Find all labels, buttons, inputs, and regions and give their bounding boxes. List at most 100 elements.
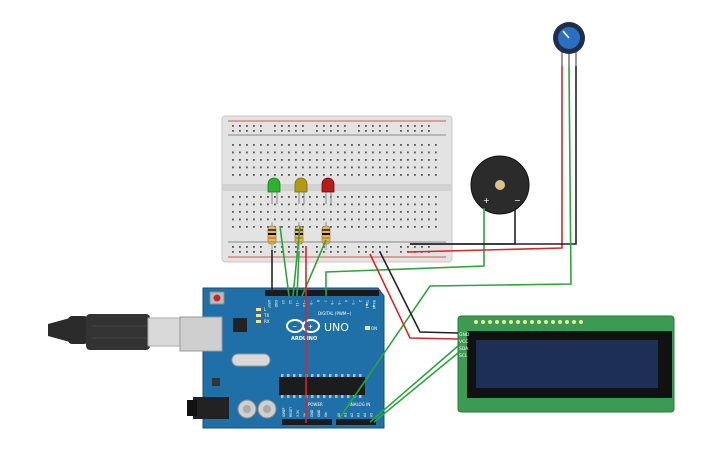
breadboard-hole[interactable] — [232, 125, 234, 127]
breadboard-hole[interactable] — [316, 211, 318, 213]
breadboard-hole[interactable] — [400, 144, 402, 146]
breadboard-hole[interactable] — [246, 144, 248, 146]
wire-pot-gnd[interactable] — [410, 66, 577, 245]
breadboard-hole[interactable] — [351, 166, 353, 169]
wire-lcd-sda[interactable] — [369, 345, 459, 423]
breadboard-hole[interactable] — [358, 218, 360, 221]
breadboard-hole[interactable] — [414, 166, 416, 169]
breadboard-hole[interactable] — [260, 196, 262, 198]
breadboard-hole[interactable] — [344, 218, 346, 221]
breadboard-hole[interactable] — [239, 166, 241, 169]
breadboard-hole[interactable] — [386, 159, 388, 161]
breadboard[interactable] — [221, 115, 453, 263]
breadboard-hole[interactable] — [428, 130, 430, 132]
breadboard-hole[interactable] — [267, 174, 269, 176]
breadboard-hole[interactable] — [260, 125, 262, 127]
breadboard-hole[interactable] — [386, 196, 388, 198]
breadboard-hole[interactable] — [267, 203, 269, 206]
breadboard-hole[interactable] — [358, 211, 360, 213]
breadboard-hole[interactable] — [407, 218, 409, 221]
breadboard-hole[interactable] — [379, 203, 381, 206]
breadboard-hole[interactable] — [379, 130, 381, 132]
breadboard-hole[interactable] — [414, 211, 416, 213]
breadboard-hole[interactable] — [386, 251, 388, 253]
breadboard-hole[interactable] — [407, 144, 409, 146]
wire-buzzer-signal[interactable] — [325, 208, 485, 296]
breadboard-hole[interactable] — [260, 144, 262, 146]
breadboard-hole[interactable] — [400, 130, 402, 132]
breadboard-hole[interactable] — [239, 174, 241, 176]
breadboard-hole[interactable] — [351, 151, 353, 154]
breadboard-hole[interactable] — [372, 144, 374, 146]
breadboard-hole[interactable] — [323, 144, 325, 146]
breadboard-hole[interactable] — [379, 226, 381, 228]
breadboard-hole[interactable] — [246, 226, 248, 228]
breadboard-hole[interactable] — [274, 151, 276, 154]
breadboard-hole[interactable] — [365, 203, 367, 206]
breadboard-hole[interactable] — [400, 125, 402, 127]
breadboard-hole[interactable] — [435, 203, 437, 206]
breadboard-hole[interactable] — [407, 246, 409, 248]
breadboard-hole[interactable] — [414, 203, 416, 206]
breadboard-hole[interactable] — [232, 211, 234, 213]
breadboard-hole[interactable] — [330, 246, 332, 248]
breadboard-hole[interactable] — [330, 125, 332, 127]
breadboard-hole[interactable] — [267, 144, 269, 146]
breadboard-hole[interactable] — [358, 125, 360, 127]
breadboard-hole[interactable] — [274, 130, 276, 132]
breadboard-hole[interactable] — [344, 246, 346, 248]
breadboard-hole[interactable] — [253, 226, 255, 228]
breadboard-hole[interactable] — [344, 211, 346, 213]
breadboard-hole[interactable] — [337, 246, 339, 248]
breadboard-hole[interactable] — [379, 196, 381, 198]
breadboard-hole[interactable] — [379, 174, 381, 176]
breadboard-hole[interactable] — [393, 159, 395, 161]
wire-lcd-vcc[interactable] — [369, 253, 459, 340]
breadboard-hole[interactable] — [435, 174, 437, 176]
breadboard-hole[interactable] — [421, 196, 423, 198]
breadboard-hole[interactable] — [281, 151, 283, 154]
breadboard-hole[interactable] — [428, 211, 430, 213]
breadboard-hole[interactable] — [428, 159, 430, 161]
breadboard-hole[interactable] — [281, 174, 283, 176]
breadboard-hole[interactable] — [281, 226, 283, 228]
breadboard-hole[interactable] — [281, 211, 283, 213]
breadboard-hole[interactable] — [253, 130, 255, 132]
breadboard-hole[interactable] — [435, 151, 437, 154]
breadboard-hole[interactable] — [344, 251, 346, 253]
breadboard-hole[interactable] — [344, 159, 346, 161]
breadboard-hole[interactable] — [351, 159, 353, 161]
breadboard-hole[interactable] — [372, 125, 374, 127]
breadboard-hole[interactable] — [295, 130, 297, 132]
breadboard-hole[interactable] — [323, 166, 325, 169]
breadboard-hole[interactable] — [260, 159, 262, 161]
led-green[interactable] — [267, 177, 281, 204]
breadboard-hole[interactable] — [386, 226, 388, 228]
breadboard-hole[interactable] — [288, 203, 290, 206]
breadboard-hole[interactable] — [316, 203, 318, 206]
breadboard-hole[interactable] — [414, 144, 416, 146]
breadboard-hole[interactable] — [337, 151, 339, 154]
breadboard-hole[interactable] — [421, 144, 423, 146]
breadboard-hole[interactable] — [309, 226, 311, 228]
breadboard-hole[interactable] — [253, 196, 255, 198]
breadboard-hole[interactable] — [337, 226, 339, 228]
breadboard-hole[interactable] — [330, 218, 332, 221]
breadboard-hole[interactable] — [288, 196, 290, 198]
breadboard-hole[interactable] — [393, 226, 395, 228]
breadboard-hole[interactable] — [274, 203, 276, 206]
wire-green-led-3[interactable] — [296, 250, 300, 297]
breadboard-hole[interactable] — [253, 203, 255, 206]
breadboard-hole[interactable] — [281, 196, 283, 198]
breadboard-hole[interactable] — [393, 218, 395, 221]
breadboard-hole[interactable] — [351, 196, 353, 198]
breadboard-hole[interactable] — [239, 130, 241, 132]
breadboard-hole[interactable] — [274, 196, 276, 198]
breadboard-hole[interactable] — [379, 218, 381, 221]
breadboard-hole[interactable] — [302, 251, 304, 253]
breadboard-hole[interactable] — [414, 159, 416, 161]
breadboard-hole[interactable] — [421, 125, 423, 127]
breadboard-hole[interactable] — [274, 211, 276, 213]
breadboard-hole[interactable] — [351, 211, 353, 213]
wire-lcd-scl[interactable] — [373, 352, 459, 423]
